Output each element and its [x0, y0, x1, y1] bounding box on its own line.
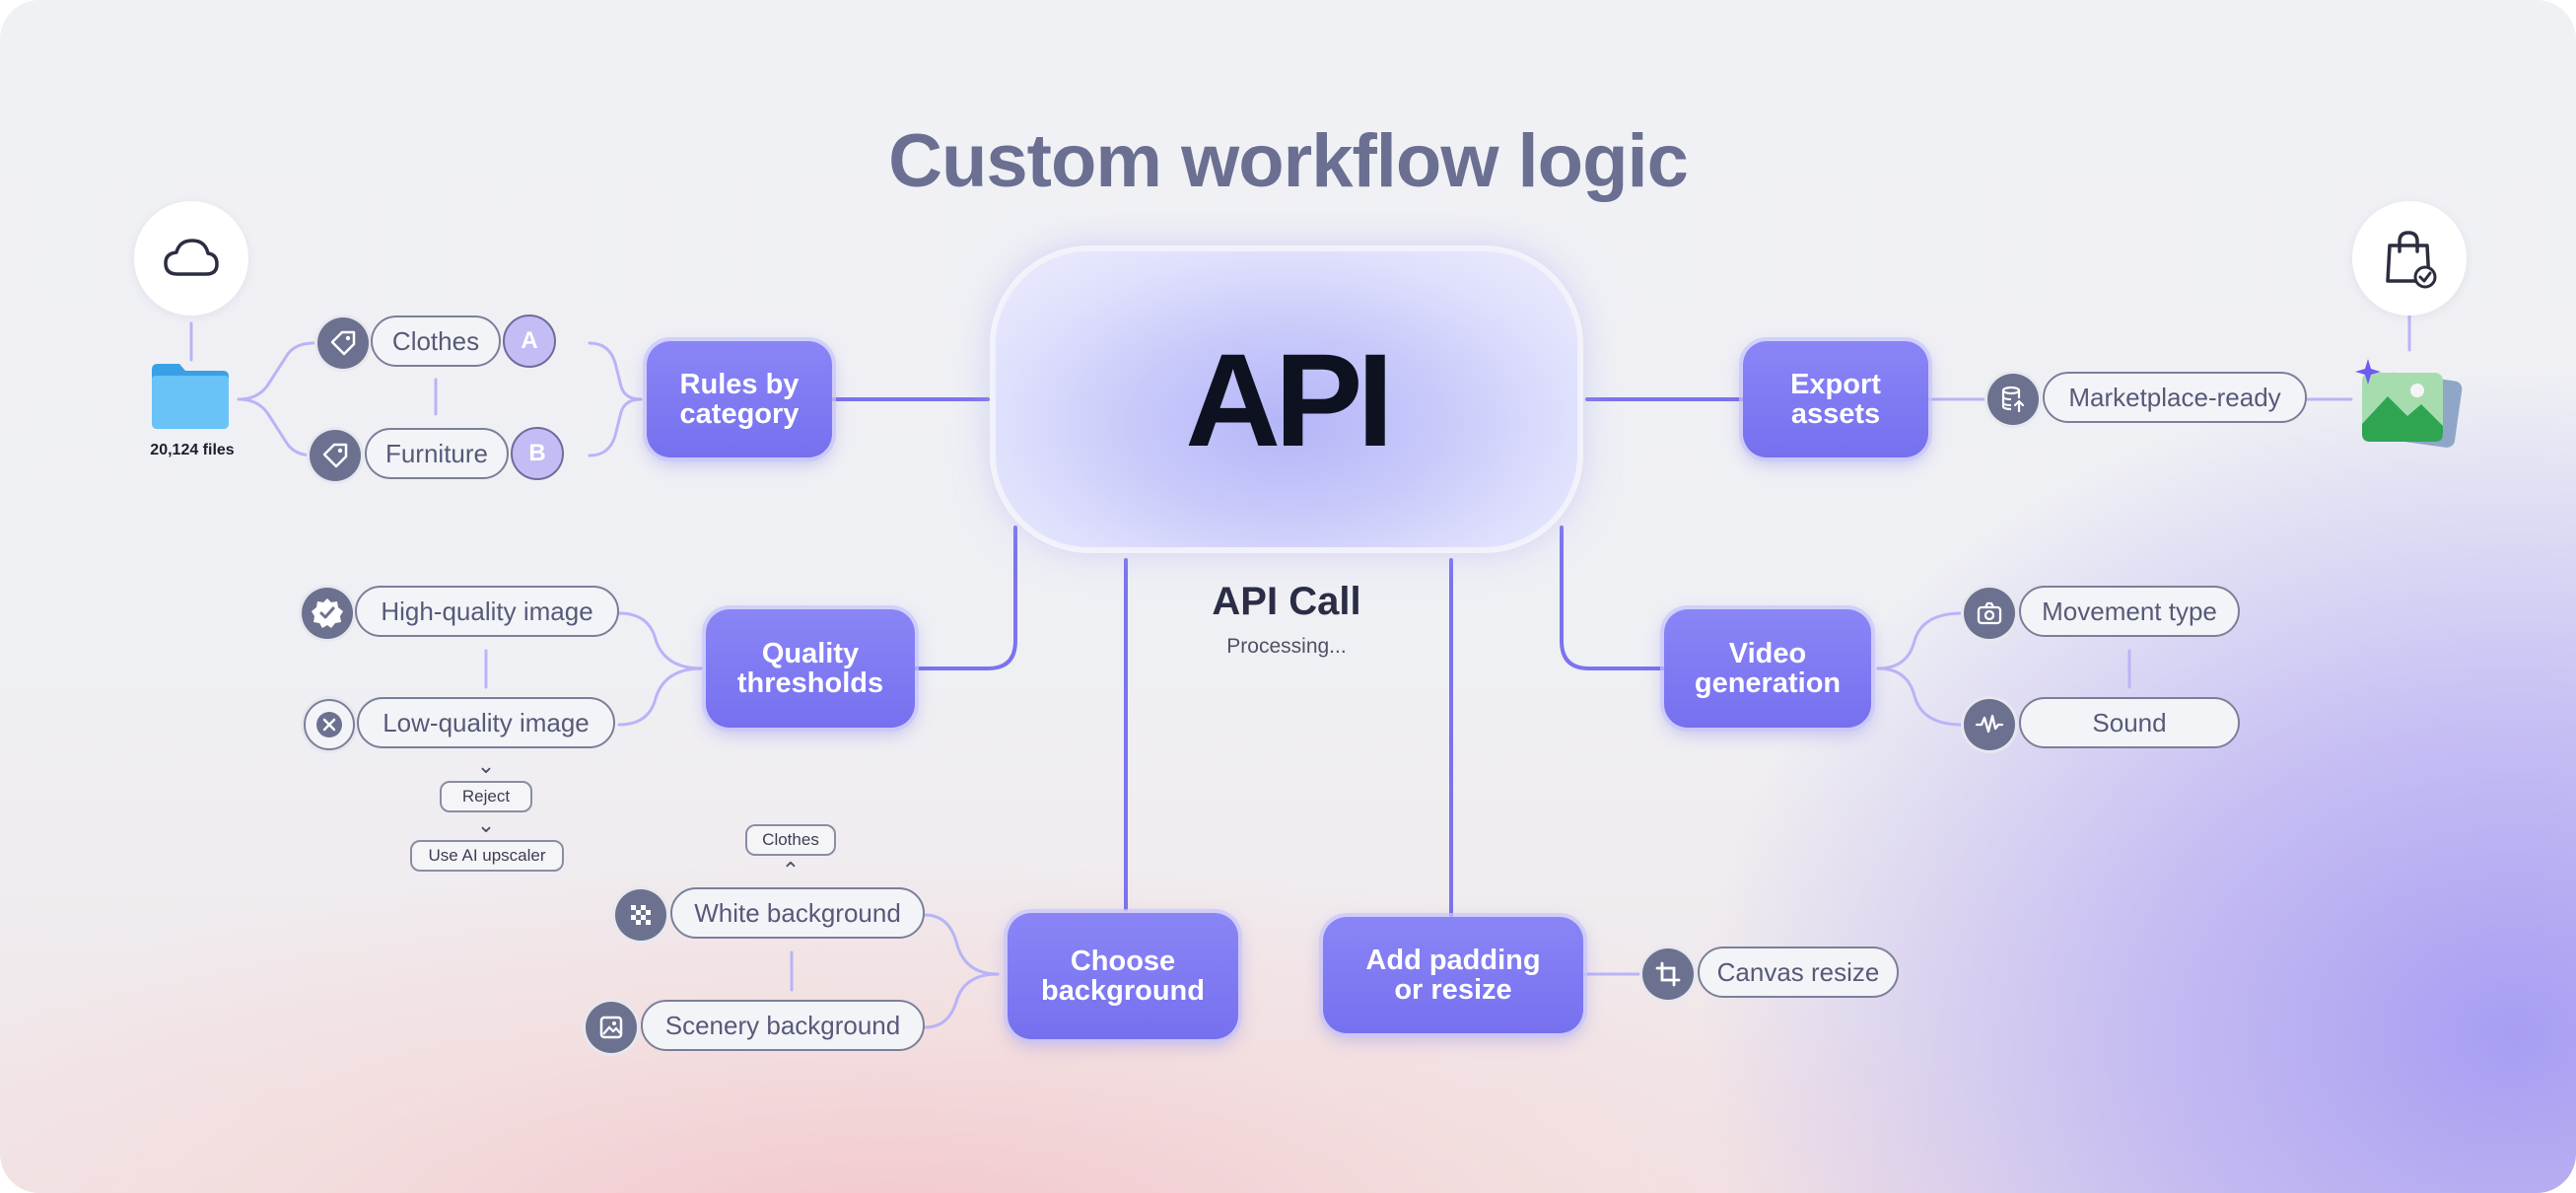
- api-call-label: API Call: [1212, 580, 1361, 623]
- add-padding-node: Add padding or resize: [1323, 917, 1583, 1033]
- badge-a: A: [503, 315, 556, 368]
- folder-icon: [150, 360, 231, 431]
- cloud-source: [134, 201, 248, 316]
- database-upload-icon: [1987, 374, 2039, 425]
- rule-furniture-pill: Furniture: [365, 428, 509, 479]
- api-label: API: [1185, 327, 1393, 474]
- api-status: Processing...: [1226, 635, 1347, 658]
- quality-thresholds-node: Quality thresholds: [706, 609, 915, 728]
- camera-rotate-icon: [1964, 588, 2015, 639]
- verified-badge-icon: [302, 588, 353, 639]
- api-block: [996, 251, 1577, 547]
- tag-icon: [317, 317, 369, 369]
- shopping-bag-icon: [2352, 201, 2467, 316]
- marketplace-ready-pill: Marketplace-ready: [2043, 372, 2307, 423]
- badge-b: B: [511, 427, 564, 480]
- low-quality-pill: Low-quality image: [357, 697, 615, 748]
- page-title: Custom workflow logic: [888, 119, 1689, 203]
- cloud-icon: [164, 239, 219, 276]
- sound-wave-icon: [1964, 699, 2015, 750]
- high-quality-pill: High-quality image: [355, 586, 619, 637]
- scenery-background-pill: Scenery background: [641, 1000, 925, 1051]
- chevron-down-icon: ⌄: [476, 753, 496, 778]
- checkerboard-icon: [615, 889, 666, 941]
- canvas-resize-pill: Canvas resize: [1698, 947, 1899, 998]
- clothes-condition: Clothes: [745, 824, 836, 856]
- white-background-pill: White background: [670, 887, 925, 939]
- reject-action: Reject: [440, 781, 532, 812]
- ai-upscaler-action: Use AI upscaler: [410, 840, 564, 872]
- crop-icon: [1642, 948, 1694, 1000]
- rules-by-category-node: Rules by category: [647, 341, 832, 457]
- close-icon: [304, 699, 355, 750]
- movement-type-pill: Movement type: [2019, 586, 2240, 637]
- export-assets-node: Export assets: [1743, 341, 1928, 457]
- video-generation-node: Video generation: [1664, 609, 1871, 728]
- choose-background-node: Choose background: [1008, 913, 1238, 1039]
- chevron-up-icon: ⌃: [781, 858, 801, 882]
- tag-icon: [310, 430, 361, 481]
- sound-pill: Sound: [2019, 697, 2240, 748]
- image-icon: [586, 1002, 637, 1053]
- rule-clothes-pill: Clothes: [371, 316, 501, 367]
- files-count: 20,124 files: [150, 442, 235, 458]
- chevron-down-icon: ⌄: [476, 812, 496, 837]
- image-sparkle-icon: [2352, 355, 2471, 454]
